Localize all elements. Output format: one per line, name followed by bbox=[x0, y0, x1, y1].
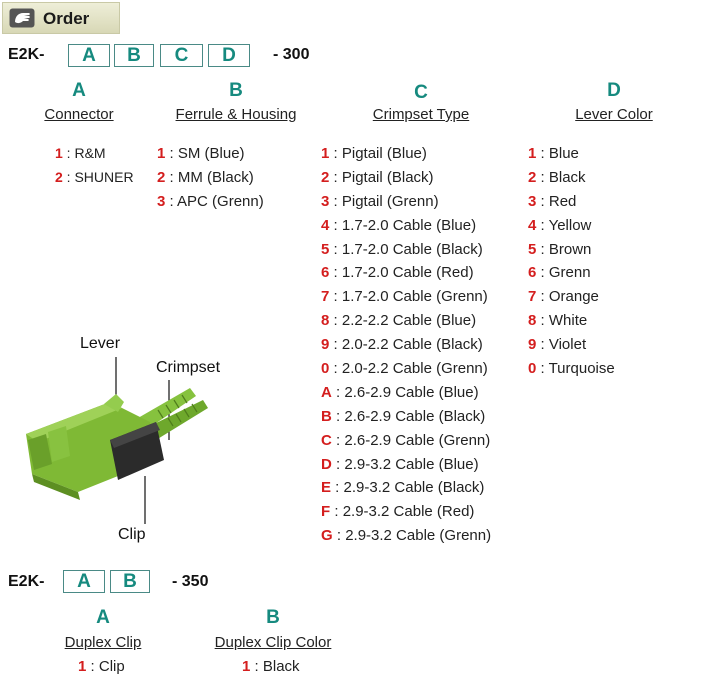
list-item: E : 2.9-3.2 Cable (Black) bbox=[321, 479, 485, 497]
order1-prefix: E2K- bbox=[8, 46, 45, 63]
list-item: 1 : Clip bbox=[78, 658, 125, 675]
hand-icon bbox=[9, 8, 35, 28]
list-item: 2 : Pigtail (Black) bbox=[321, 168, 434, 186]
order-header: Order bbox=[2, 2, 120, 34]
list-item: 6 : 1.7-2.0 Cable (Red) bbox=[321, 264, 474, 282]
list-item: 5 : Brown bbox=[528, 240, 592, 258]
list-item: 0 : Turquoise bbox=[528, 360, 615, 378]
col-b-title: Ferrule & Housing bbox=[175, 106, 297, 123]
col-a-options: 1 : R&M 2 : SHUNER bbox=[55, 142, 134, 190]
list-item: 9 : 2.0-2.2 Cable (Black) bbox=[321, 336, 483, 354]
order2-box-b: B bbox=[110, 570, 150, 593]
order1-box-b: B bbox=[114, 44, 154, 67]
list-item: 3 : Pigtail (Grenn) bbox=[321, 192, 439, 210]
list-item: 1 : SM (Blue) bbox=[157, 145, 245, 162]
list-item: 9 : Violet bbox=[528, 336, 587, 354]
list-item: 3 : APC (Grenn) bbox=[157, 192, 264, 210]
order2-prefix: E2K- bbox=[8, 573, 45, 590]
list-item: 1 : Blue bbox=[528, 145, 579, 162]
list-item: 1 : Black bbox=[242, 658, 300, 675]
order2-col-b-options: 1 : Black bbox=[242, 655, 300, 679]
list-item: C : 2.6-2.9 Cable (Grenn) bbox=[321, 431, 491, 449]
order2-col-a-letter: A bbox=[96, 607, 110, 628]
list-item: 2 : SHUNER bbox=[55, 168, 134, 185]
crimpset-label: Crimpset bbox=[156, 359, 221, 376]
list-item: 1 : R&M bbox=[55, 145, 106, 161]
list-item: 7 : 1.7-2.0 Cable (Grenn) bbox=[321, 288, 488, 306]
connector-illustration bbox=[26, 357, 208, 524]
col-c-title: Crimpset Type bbox=[372, 106, 470, 123]
col-a-letter: A bbox=[72, 80, 86, 101]
list-item: 8 : 2.2-2.2 Cable (Blue) bbox=[321, 312, 477, 330]
list-item: 8 : White bbox=[528, 312, 588, 330]
col-c-letter: C bbox=[414, 82, 428, 103]
order2-col-b-letter: B bbox=[266, 607, 280, 628]
page-title: Order bbox=[43, 9, 90, 28]
list-item: 2 : MM (Black) bbox=[157, 168, 254, 186]
col-d-title: Lever Color bbox=[575, 106, 653, 123]
list-item: 4 : 1.7-2.0 Cable (Blue) bbox=[321, 216, 477, 234]
list-item: B : 2.6-2.9 Cable (Black) bbox=[321, 407, 486, 425]
list-item: D : 2.9-3.2 Cable (Blue) bbox=[321, 455, 479, 473]
list-item: 6 : Grenn bbox=[528, 264, 591, 282]
col-a-title: Connector bbox=[44, 106, 114, 123]
order2-suffix: - 350 bbox=[172, 573, 209, 590]
list-item: F : 2.9-3.2 Cable (Red) bbox=[321, 503, 475, 521]
list-item: 2 : Black bbox=[528, 168, 586, 186]
col-c-options: 1 : Pigtail (Blue) 2 : Pigtail (Black) 3… bbox=[321, 142, 491, 548]
list-item: 0 : 2.0-2.2 Cable (Grenn) bbox=[321, 360, 488, 378]
order2-col-a-title: Duplex Clip bbox=[64, 634, 142, 651]
col-b-options: 1 : SM (Blue) 2 : MM (Black) 3 : APC (Gr… bbox=[157, 142, 264, 214]
order2-box-a: A bbox=[63, 570, 105, 593]
lever-label: Lever bbox=[80, 335, 121, 352]
col-d-options: 1 : Blue 2 : Black 3 : Red 4 : Yellow 5 … bbox=[528, 142, 615, 381]
order2-col-a-options: 1 : Clip bbox=[78, 655, 125, 679]
order1-box-a: A bbox=[68, 44, 110, 67]
list-item: G : 2.9-3.2 Cable (Grenn) bbox=[321, 527, 492, 545]
list-item: 4 : Yellow bbox=[528, 216, 592, 234]
list-item: A : 2.6-2.9 Cable (Blue) bbox=[321, 383, 479, 401]
order1-box-c: C bbox=[160, 44, 203, 67]
list-item: 1 : Pigtail (Blue) bbox=[321, 145, 427, 162]
order1-box-d: D bbox=[208, 44, 250, 67]
col-d-letter: D bbox=[607, 80, 621, 101]
col-b-letter: B bbox=[229, 80, 243, 101]
list-item: 3 : Red bbox=[528, 192, 577, 210]
order2-col-b-title: Duplex Clip Color bbox=[214, 634, 332, 651]
order1-suffix: - 300 bbox=[273, 46, 310, 63]
list-item: 5 : 1.7-2.0 Cable (Black) bbox=[321, 240, 483, 258]
clip-label: Clip bbox=[118, 526, 146, 543]
list-item: 7 : Orange bbox=[528, 288, 599, 306]
